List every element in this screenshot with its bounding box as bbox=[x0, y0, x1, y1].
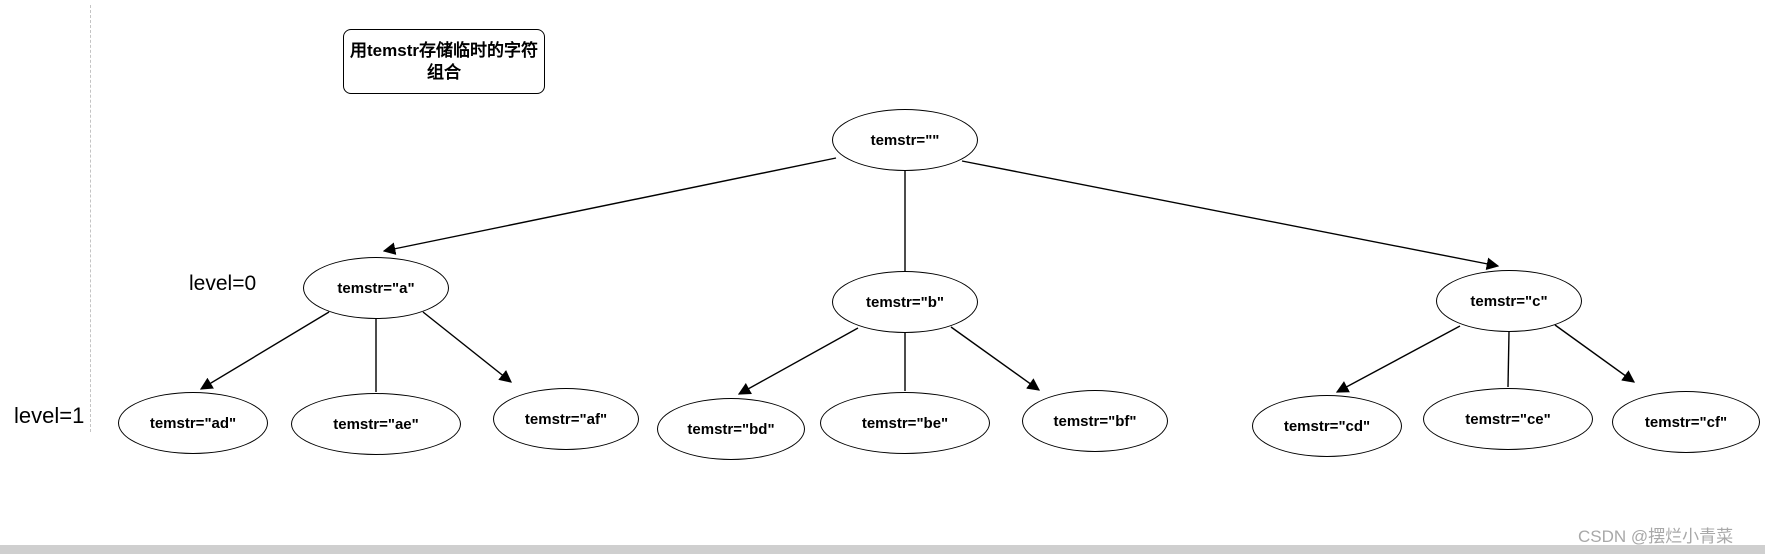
level-divider-dashed-line bbox=[90, 5, 91, 432]
edge-c-cd bbox=[1335, 325, 1461, 393]
horizontal-scrollbar[interactable] bbox=[0, 545, 1765, 554]
node-ad-label: temstr="ad" bbox=[149, 414, 237, 432]
tree-node-ce: temstr="ce" bbox=[1423, 388, 1593, 450]
tree-node-a: temstr="a" bbox=[303, 257, 449, 319]
annotation-text-line1: 用temstr存储临时的字符 bbox=[350, 40, 538, 60]
node-ae-label: temstr="ae" bbox=[333, 415, 419, 433]
edge-c-cf bbox=[1554, 324, 1636, 383]
tree-node-root: temstr="" bbox=[832, 109, 978, 171]
edge-a-ad bbox=[199, 311, 330, 390]
edge-b-bd bbox=[737, 327, 859, 395]
edge-root-c bbox=[961, 160, 1500, 271]
node-ce-label: temstr="ce" bbox=[1465, 410, 1551, 428]
tree-node-bf: temstr="bf" bbox=[1022, 390, 1168, 452]
node-bd-label: temstr="bd" bbox=[687, 420, 775, 438]
node-af-label: temstr="af" bbox=[524, 410, 608, 428]
edge-root-a bbox=[382, 157, 837, 255]
tree-node-b: temstr="b" bbox=[832, 271, 978, 333]
node-b-label: temstr="b" bbox=[866, 293, 944, 311]
node-bf-label: temstr="bf" bbox=[1053, 412, 1137, 430]
node-cf-label: temstr="cf" bbox=[1644, 413, 1728, 431]
edge-b-bf bbox=[950, 326, 1041, 391]
node-root-label: temstr="" bbox=[870, 131, 940, 149]
tree-node-c: temstr="c" bbox=[1436, 270, 1582, 332]
annotation-text-line2: 组合 bbox=[427, 62, 461, 82]
tree-node-bd: temstr="bd" bbox=[657, 398, 805, 460]
annotation-box: 用temstr存储临时的字符 组合 bbox=[343, 29, 545, 94]
csdn-watermark: CSDN @摆烂小青菜 bbox=[1578, 527, 1734, 546]
tree-node-cf: temstr="cf" bbox=[1612, 391, 1760, 453]
tree-node-af: temstr="af" bbox=[493, 388, 639, 450]
tree-node-be: temstr="be" bbox=[820, 392, 990, 454]
edge-a-af bbox=[422, 311, 512, 383]
edge-c-ce bbox=[1507, 331, 1510, 388]
node-cd-label: temstr="cd" bbox=[1283, 417, 1371, 435]
level1-label: level=1 bbox=[14, 403, 85, 428]
node-a-label: temstr="a" bbox=[337, 279, 415, 297]
tree-node-ae: temstr="ae" bbox=[291, 393, 461, 455]
tree-node-cd: temstr="cd" bbox=[1252, 395, 1402, 457]
node-be-label: temstr="be" bbox=[861, 414, 949, 432]
level0-label: level=0 bbox=[189, 272, 257, 295]
tree-node-ad: temstr="ad" bbox=[118, 392, 268, 454]
node-c-label: temstr="c" bbox=[1470, 292, 1548, 310]
